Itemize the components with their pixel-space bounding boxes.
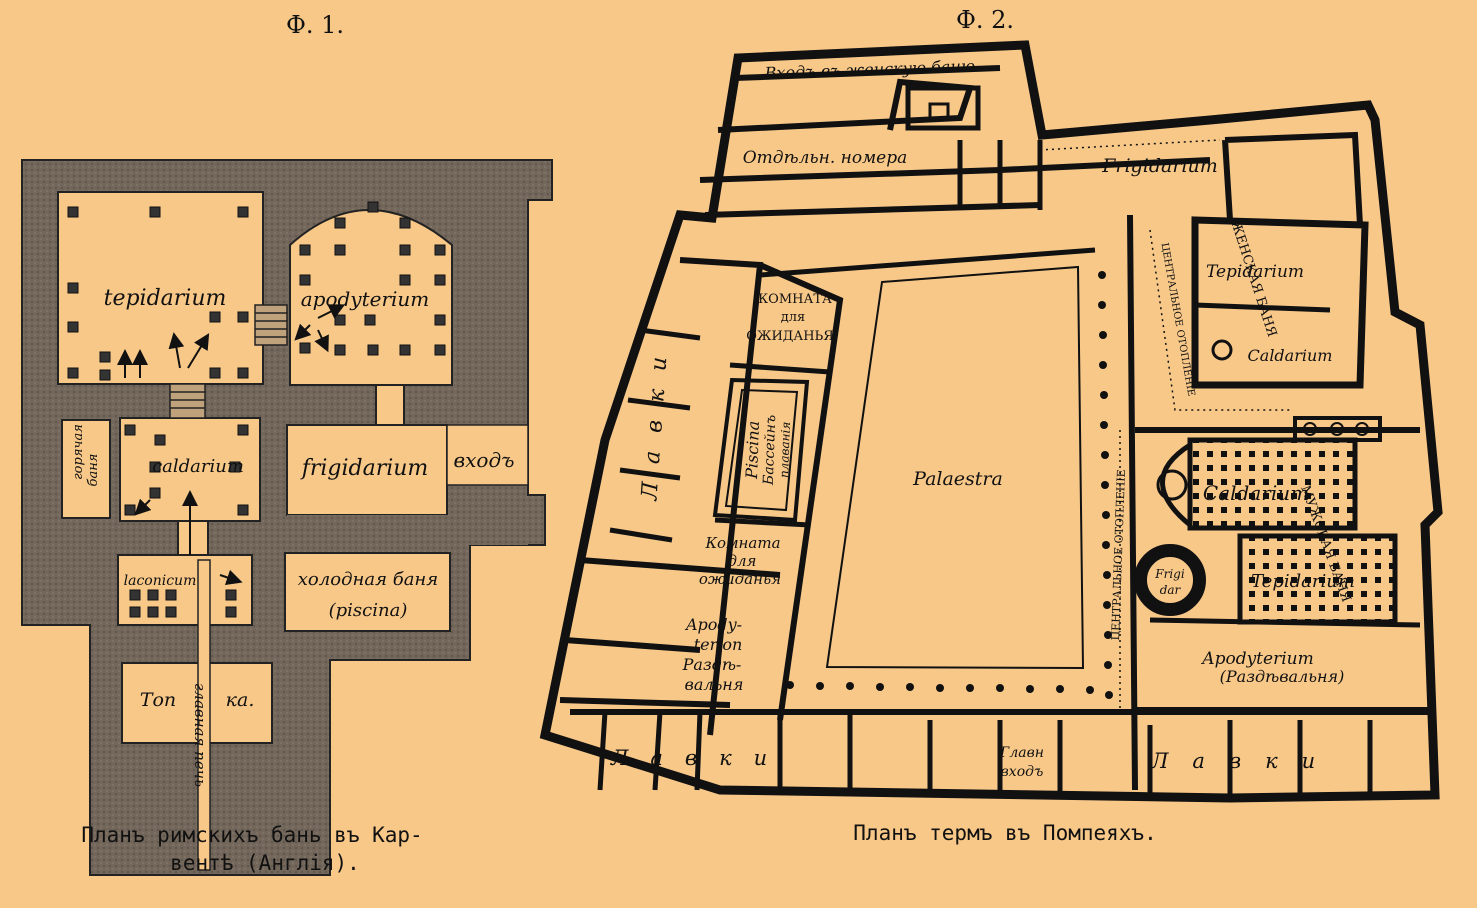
fig1-room-hot-bath <box>61 419 111 519</box>
fig2-label-waiting-room-1c: ОЖИДАНЬЯ <box>746 329 834 344</box>
fig2-label-apodyterion-2: terion <box>694 635 743 654</box>
fig2-label-waiting-room-2c: ожиданья <box>699 570 781 588</box>
fig1-room-apodyterium <box>289 209 453 386</box>
fig2-label-private-rooms: Отдѣльн. номера <box>743 148 908 168</box>
fig2-label-frigidar-1: Frigi <box>1154 567 1185 581</box>
fig2-caption: Планъ термъ въ Помпеяхъ. <box>853 821 1156 845</box>
fig1-title: Ф. 1. <box>286 11 344 39</box>
fig2-colonnade <box>786 271 1113 699</box>
fig1-label-tepidarium: tepidarium <box>104 286 227 311</box>
fig1-label-hot-1: горячая <box>71 424 86 480</box>
fig1-pillars <box>67 201 446 618</box>
fig2-label-changing-room: (Раздѣвальня) <box>1220 667 1345 686</box>
fig2-label-apodyterion-1: Apody- <box>684 615 742 634</box>
fig1-label-frigidarium: frigidarium <box>300 456 429 481</box>
fig2-label-frigidar-2: dar <box>1160 583 1182 597</box>
fig2-label-shops-bottom-right: Лавки <box>1150 749 1339 773</box>
fig2-label-apodyterion-3: Раздѣ- <box>682 655 742 674</box>
fig2-label-main-entrance-1: Главн <box>999 745 1044 761</box>
fig2-label-heating-women: ЦЕНТРАЛЬНОЕ ОТОПЛЕНІЕ <box>1159 242 1197 397</box>
fig2-plan <box>539 40 1443 803</box>
fig2-label-women-tepidarium: Tepidarium <box>1206 262 1304 282</box>
fig2-label-heating-men: ЦЕНТРАЛЬНОЕ ОТОПЛЕНІЕ <box>1109 469 1128 641</box>
fig1-label-cold-bath: холодная баня <box>298 569 438 590</box>
fig1-room-tepidarium <box>57 191 264 385</box>
fig1-room-piscina <box>284 552 451 632</box>
fig2-label-waiting-room-1a: КОМНАТА <box>758 292 832 307</box>
fig2-label-women-entrance: Входъ въ женскую баню <box>763 56 975 82</box>
fig2-label-men-apodyterium: Apodyterium <box>1200 649 1313 669</box>
fig2-outer-wall <box>539 40 1443 803</box>
fig1-caption-line2: вентѣ (Англія). <box>170 851 360 875</box>
fig1-label-topka-1: Топ <box>140 689 176 711</box>
fig1-label-topka-2: ка. <box>226 689 255 711</box>
fig2-label-waiting-room-2b: для <box>728 552 757 570</box>
fig2-label-waiting-room-1b: для <box>781 310 805 325</box>
fig2-label-waiting-room-2a: Комната <box>704 534 780 552</box>
fig2-label-apodyterion-4: вальня <box>685 675 744 694</box>
fig2-men-tepidarium-floor <box>1237 533 1398 625</box>
fig2-palaestra <box>825 265 1085 670</box>
fig2-label-palaestra: Palaestra <box>912 468 1003 490</box>
fig2-label-pool-2: плаванія <box>777 421 793 478</box>
fig2-label-men-tepidarium: Tepidarium <box>1251 571 1355 592</box>
fig2-title: Ф. 2. <box>956 6 1014 34</box>
fig1-label-hot-2: баня <box>86 454 101 487</box>
fig2-label-piscina: Piscina <box>742 420 763 480</box>
fig2-label-men-caldarium: Caldarium <box>1203 481 1309 505</box>
fig1-label-piscina: (piscina) <box>329 600 408 621</box>
fig1-plan: Ф. 1. tepidarium apodyterium горячая бан… <box>21 11 553 876</box>
fig1-label-laconicum: laconicum <box>124 573 197 589</box>
fig2-labels: Ф. 2. Входъ въ женскую баню Отдѣльн. ном… <box>610 6 1355 845</box>
fig2-label-main-entrance-2: входъ <box>1001 764 1044 780</box>
fig1-caption-line1: Планъ римскихъ бань въ Кар- <box>81 823 422 847</box>
fig2-label-women-caldarium: Caldarium <box>1248 346 1333 365</box>
fig1-room-topka <box>121 662 273 744</box>
fig1-arrows <box>117 304 346 586</box>
fig1-room-frigidarium <box>286 424 448 516</box>
fig2-label-pool-1: Бассейнъ <box>761 415 779 487</box>
fig2-label-women-frigidarium: Frigidarium <box>1101 155 1217 177</box>
fig1-label-entrance: входъ <box>454 448 515 472</box>
fig2-men-caldarium-floor <box>1187 437 1358 531</box>
fig1-label-main-furnace: главная печь <box>191 683 209 787</box>
fig2-piscina-basin <box>712 377 810 523</box>
fig2-label-shops-bottom-left: Лавки <box>610 746 789 770</box>
fig1-label-caldarium: caldarium <box>152 456 244 477</box>
fig1-label-apodyterium: apodyterium <box>301 287 430 311</box>
